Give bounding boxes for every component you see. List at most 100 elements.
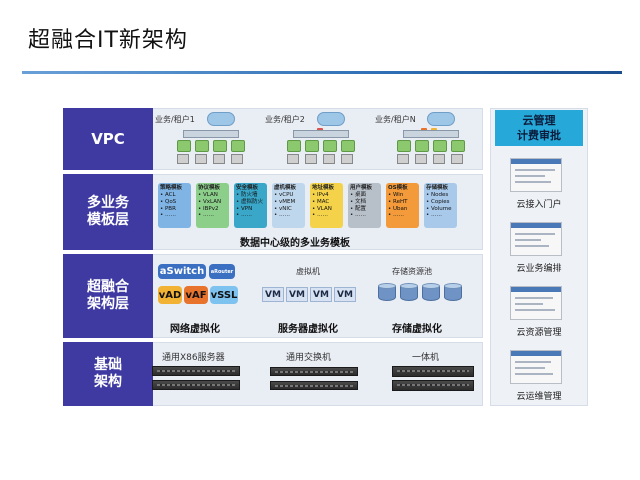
- template-card-item: • Volume: [426, 205, 452, 212]
- template-card-item: • IPv4: [312, 192, 329, 198]
- template-card-item: • Nodes: [426, 192, 449, 198]
- tenant-label: 业务/租户N: [375, 115, 416, 124]
- vm-box: VM: [334, 287, 356, 302]
- template-card-title: 安全模板: [236, 185, 259, 191]
- tenant-label: 业务/租户1: [155, 115, 195, 124]
- caption-storage-virtualization: 存储虚拟化: [392, 324, 442, 335]
- orchestration-screenshot: [510, 222, 562, 256]
- base-item-x86-server: 通用X86服务器: [162, 353, 225, 363]
- appliance-rack-icon: [392, 366, 474, 377]
- cloud-management-title-line1: 云管理: [522, 114, 556, 127]
- disk-icon: [400, 283, 418, 303]
- switch-rack-icon: [270, 381, 358, 390]
- template-card-title: OS模板: [388, 185, 408, 191]
- host-icon: [323, 140, 337, 152]
- template-card-title: 协议模板: [198, 185, 221, 191]
- vssl-box: vSSL: [210, 286, 238, 304]
- vm-box: VM: [310, 287, 332, 302]
- server-icon: [341, 154, 353, 164]
- vm-box: VM: [286, 287, 308, 302]
- row-label-template-line1: 多业务: [87, 194, 129, 211]
- row-label-hci-line1: 超融合: [87, 278, 129, 295]
- server-icon: [195, 154, 207, 164]
- host-icon: [177, 140, 191, 152]
- template-card-item: • ……: [274, 212, 290, 219]
- template-card: 地址模板• IPv4• MAC• VLAN• ……: [310, 183, 343, 228]
- template-card-title: 地址模板: [312, 185, 335, 191]
- operations-screenshot: [510, 350, 562, 384]
- template-card-item: • ……: [160, 212, 176, 219]
- template-card: 存储模板• Nodes• Copies• Volume• ……: [424, 183, 457, 228]
- template-card-item: • Copies: [426, 198, 450, 205]
- disk-icon: [422, 283, 440, 303]
- cloud-management-title-line2: 计费审批: [517, 129, 561, 142]
- server-icon: [415, 154, 427, 164]
- page-title: 超融合IT新架构: [28, 28, 188, 53]
- right-item-portal: 云接入门户: [516, 200, 562, 210]
- template-card-item: • ……: [312, 212, 328, 219]
- row-label-vpc-text: VPC: [91, 129, 125, 148]
- template-card-item: • 虚拟防火: [236, 198, 263, 205]
- template-card-item: • 桌面: [350, 192, 366, 198]
- template-card-item: • ……: [388, 212, 404, 219]
- host-icon: [231, 140, 245, 152]
- server-icon: [231, 154, 243, 164]
- host-icon: [195, 140, 209, 152]
- template-card-item: • ……: [426, 212, 442, 219]
- cloud-icon: [427, 112, 455, 126]
- template-card: OS模板• Win• ReHT• Uban• ……: [386, 183, 419, 228]
- right-item-operations: 云运维管理: [516, 392, 562, 402]
- template-card-item: • QoS: [160, 198, 177, 205]
- template-card-item: • ……: [350, 212, 366, 219]
- template-card-item: • ACL: [160, 192, 176, 198]
- template-card-title: 存储模板: [426, 185, 449, 191]
- template-card-item: • VLAN: [312, 205, 332, 212]
- template-card-item: • 配置: [350, 205, 366, 212]
- portal-screenshot: [510, 158, 562, 192]
- vad-box: vAD: [158, 286, 182, 304]
- template-card: 策略模板• ACL• QoS• PBR• ……: [158, 183, 191, 228]
- host-icon: [305, 140, 319, 152]
- row-label-vpc: VPC: [63, 108, 153, 170]
- storage-pool-label: 存储资源池: [392, 267, 432, 276]
- host-icon: [433, 140, 447, 152]
- template-card: 安全模板• 防火墙• 虚拟防火• VPN• ……: [234, 183, 267, 228]
- template-card-title: 虚机模板: [274, 185, 297, 191]
- template-card-item: • Uban: [388, 205, 408, 212]
- template-card-item: • vMEM: [274, 198, 296, 205]
- aswitch-box: aSwitch: [158, 264, 206, 279]
- row-label-base-line2: 架构: [94, 374, 122, 390]
- template-card-title: 策略模板: [160, 185, 183, 191]
- host-icon: [213, 140, 227, 152]
- template-card-item: • vCPU: [274, 192, 294, 198]
- template-card-item: • 文档: [350, 198, 366, 205]
- tenant-group-1: 业务/租户1: [155, 110, 250, 164]
- tenant-group-2: 业务/租户2: [265, 110, 360, 164]
- row-label-hci: 超融合 架构层: [63, 254, 153, 338]
- template-card-item: • vNIC: [274, 205, 292, 212]
- switch-rack-icon: [270, 367, 358, 376]
- template-card-item: • MAC: [312, 198, 330, 205]
- host-icon: [397, 140, 411, 152]
- resource-screenshot: [510, 286, 562, 320]
- row-label-template: 多业务 模板层: [63, 174, 153, 250]
- row-label-hci-line2: 架构层: [87, 296, 129, 312]
- server-rack-icon: [152, 366, 240, 376]
- template-card-item: • ……: [236, 212, 252, 219]
- vaf-box: vAF: [184, 286, 208, 304]
- vm-box: VM: [262, 287, 284, 302]
- vm-label: 虚拟机: [296, 267, 320, 276]
- switch-icon: [403, 130, 459, 138]
- host-icon: [287, 140, 301, 152]
- template-card-item: • Win: [388, 192, 404, 198]
- template-caption: 数据中心级的多业务模板: [240, 238, 350, 249]
- disk-icon: [378, 283, 396, 303]
- title-underline: [22, 71, 622, 74]
- template-card-item: • VxLAN: [198, 198, 222, 205]
- caption-server-virtualization: 服务器虚拟化: [278, 324, 338, 335]
- template-card: 虚机模板• vCPU• vMEM• vNIC• ……: [272, 183, 305, 228]
- row-label-template-line2: 模板层: [87, 212, 129, 228]
- switch-icon: [183, 130, 239, 138]
- template-card-item: • ReHT: [388, 198, 408, 205]
- template-card-item: • ……: [198, 212, 214, 219]
